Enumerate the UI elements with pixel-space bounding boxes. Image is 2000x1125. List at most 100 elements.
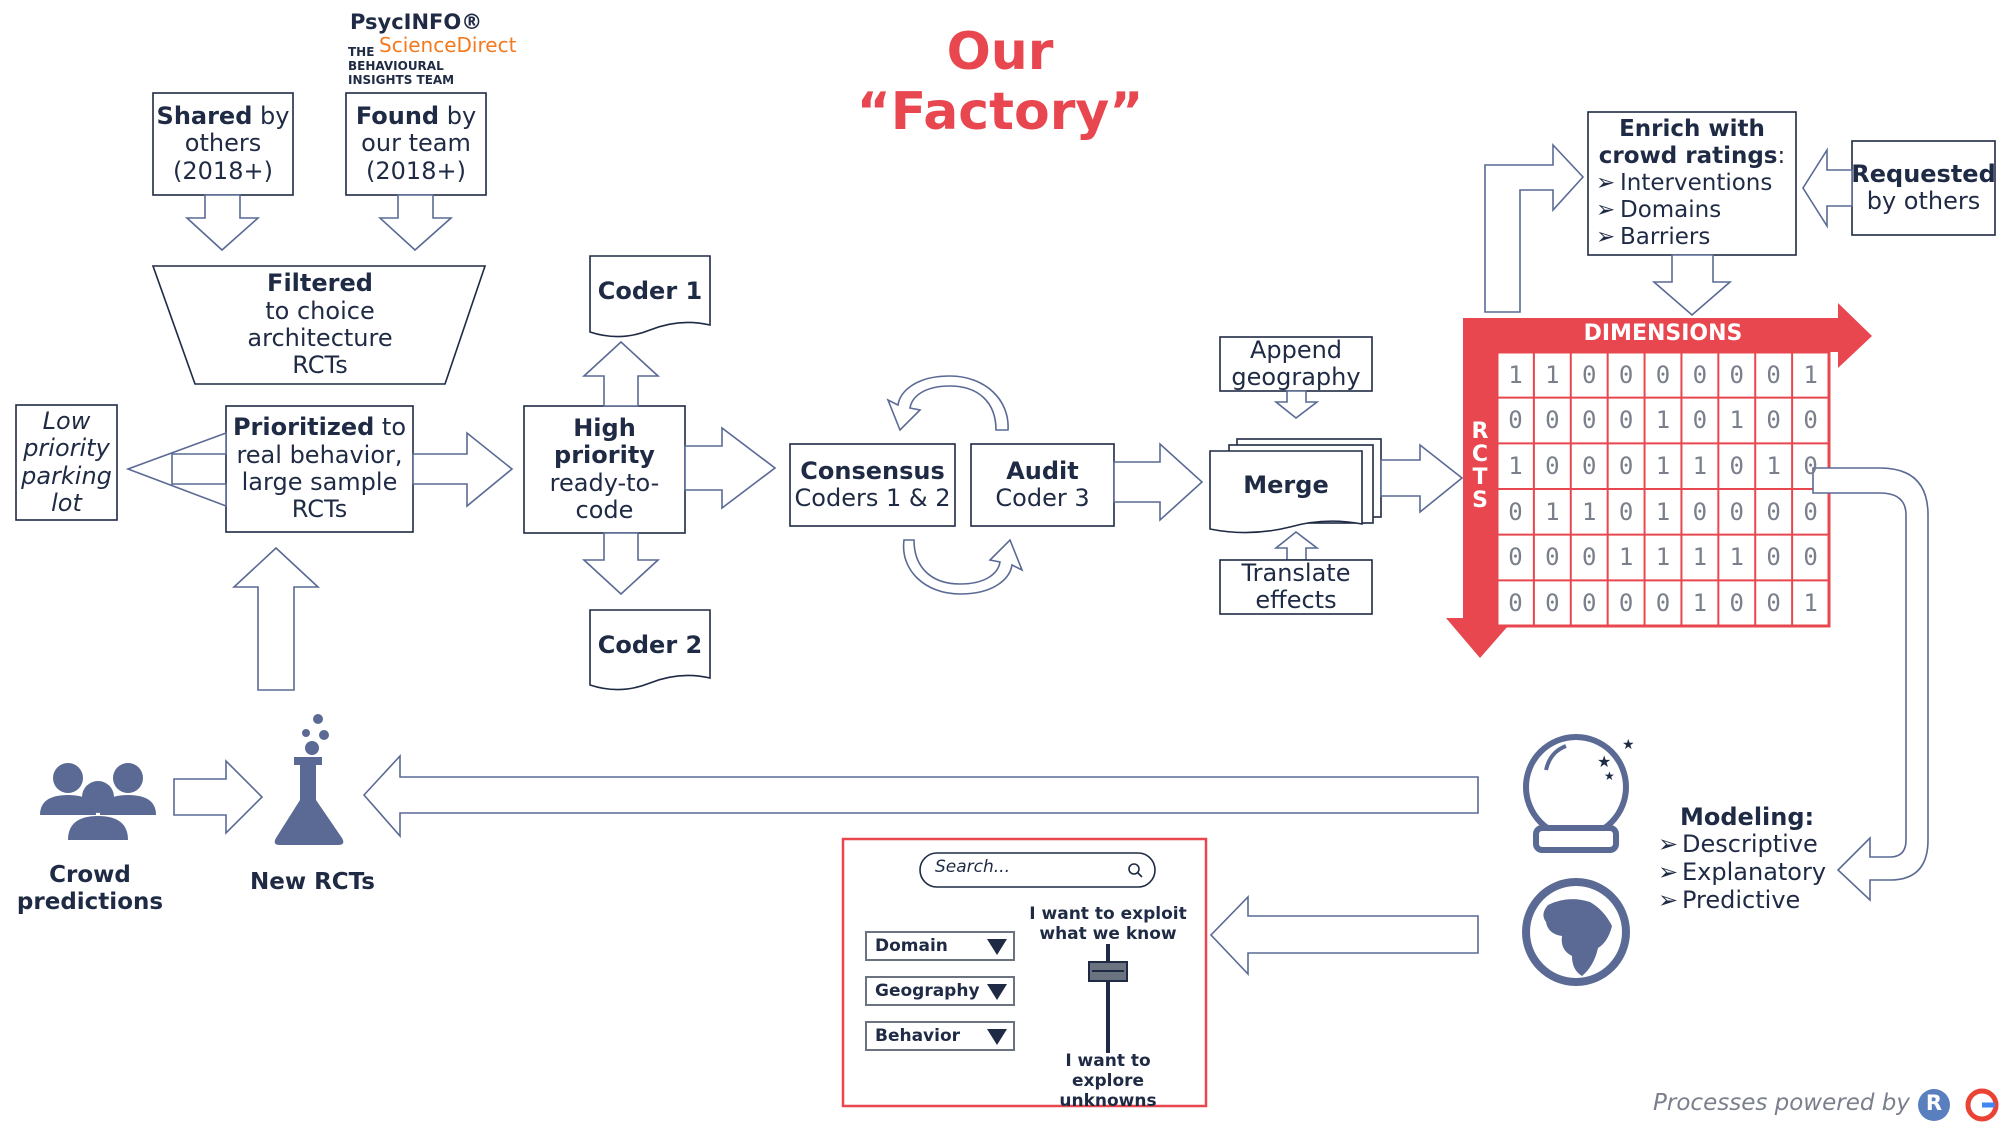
app-search-box [919,852,1156,888]
shared-box-text: Shared by others (2018+) [153,93,293,195]
shared-box [152,92,294,196]
modeling-item-3: ➢Predictive [1658,886,1801,914]
shared-down-arrow [184,194,261,252]
low-priority-line4: lot [51,488,82,517]
matrix-cell: 0 [1803,406,1818,435]
filtered-line2: to choice [265,296,375,325]
matrix-cell: 0 [1766,589,1781,618]
matrix-cell: 0 [1545,406,1560,435]
matrix-cell: 0 [1692,406,1708,435]
shared-rest: by [252,101,290,130]
translate-up-arrow [1273,530,1320,561]
bit-logo-line1: BEHAVIOURAL [348,59,444,73]
search-placeholder[interactable]: Search... [935,857,1010,877]
matrix-cell: 1 [1508,452,1523,481]
coder1-doc [589,255,711,338]
crowd-label: Crowd predictions [5,862,175,916]
low-priority-line1: Low [42,406,91,435]
matrix-cell: 0 [1692,497,1708,526]
rcts-arrow-head [1446,618,1515,658]
matrix-cell: 1 [1618,543,1634,572]
found-down-arrow [377,194,454,252]
matrix-cell: 1 [1692,452,1708,481]
to-merge-arrow [1113,442,1204,522]
high-priority-bold: High priority [554,413,655,470]
coder1-text: Coder 1 [597,277,703,306]
geography-dropdown-label: Geography [875,981,980,1001]
r-logo-letter: R [1925,1091,1943,1115]
matrix-cell: 0 [1729,360,1744,389]
sciencedirect-logo: ScienceDirect [379,33,517,57]
geography-dropdown[interactable]: Geography [865,976,1015,1006]
filtered-funnel [151,265,487,385]
consensus-box [789,443,956,527]
page-title: Our “Factory” [856,22,1144,142]
high-priority-box [523,405,686,534]
rcts-letter: T [1472,465,1488,491]
found-line3: (2018+) [366,156,466,185]
requested-line1: Requested [1851,159,1996,188]
matrix-cell: 0 [1803,497,1818,526]
matrix-cell: 1 [1729,543,1744,572]
merge-doc-1 [1209,450,1363,534]
matrix-cell: 0 [1508,406,1523,435]
high-priority-text: High priority ready-to- code [524,406,685,533]
crystal-ball-icon: ★ ★ ★ [1523,734,1635,853]
prioritized-text: Prioritized to real behavior, large samp… [226,406,413,532]
translate-line1: Translate [1241,558,1351,587]
matrix-cell: 1 [1508,360,1523,389]
crowd-to-new-rcts-arrow [173,759,264,835]
matrix-cell: 1 [1729,406,1744,435]
to-matrix-arrow [1380,443,1464,514]
cycle-arrow-bottom [902,538,1024,595]
to-coder1-arrow [581,340,661,407]
dimensions-label: DIMENSIONS [1583,321,1743,346]
to-new-rcts-arrow [362,753,1479,839]
behavior-dropdown[interactable]: Behavior [865,1021,1015,1051]
matrix-cell: 0 [1692,360,1708,389]
matrix-cell: 0 [1618,497,1634,526]
coder2-doc [589,609,711,691]
matrix-cell: 0 [1581,360,1597,389]
translate-text: Translate effects [1220,558,1372,614]
consensus-text: Consensus Coders 1 & 2 [790,444,955,526]
enrich-item-1: ➢Interventions [1596,170,1773,196]
filtered-line3: architecture [247,324,393,352]
matrix-cell: 0 [1508,543,1523,572]
requested-text: Requested by others [1851,141,1996,235]
audit-bold: Audit [1006,456,1079,485]
chevron-down-icon [987,984,1007,1000]
domain-dropdown[interactable]: Domain [865,931,1015,961]
new-rcts-up-arrow [231,546,321,691]
matrix-cell: 0 [1766,543,1781,572]
found-bold: Found [355,101,440,130]
prioritized-line2: real behavior, [236,440,403,469]
svg-text:★: ★ [1604,769,1615,783]
modeling-item-2-label: Explanatory [1682,858,1827,886]
svg-text:★: ★ [1597,752,1611,771]
to-enrich-arrow [1484,142,1585,313]
matrix-cell: 1 [1655,543,1671,572]
crowd-line2: predictions [16,888,164,915]
matrix-left-band [1463,318,1497,620]
matrix-top-band [1463,318,1843,352]
prioritized-line3: large sample [241,468,398,496]
to-app-arrow [1209,895,1479,977]
merge-text: Merge [1243,471,1329,500]
matrix-cell: 0 [1545,452,1560,481]
consensus-bold: Consensus [800,456,945,485]
enrich-line2: crowd ratings [1598,142,1778,169]
cycle-arrow-top [886,375,1009,432]
slider-top-line1: I want to exploit [1029,904,1187,924]
low-priority-line3: parking [21,461,112,490]
matrix-cell: 0 [1729,589,1744,618]
audit-text: Audit Coder 3 [971,444,1114,526]
translate-box [1219,559,1373,615]
matrix-cell: 0 [1655,360,1671,389]
enrich-box [1587,111,1797,256]
rcts-matrix [1446,303,1872,658]
modeling-item-1: ➢Descriptive [1658,830,1818,858]
slider-bottom-label: I want to explore unknowns [1028,1051,1188,1112]
crowd-people-icon [40,763,156,840]
